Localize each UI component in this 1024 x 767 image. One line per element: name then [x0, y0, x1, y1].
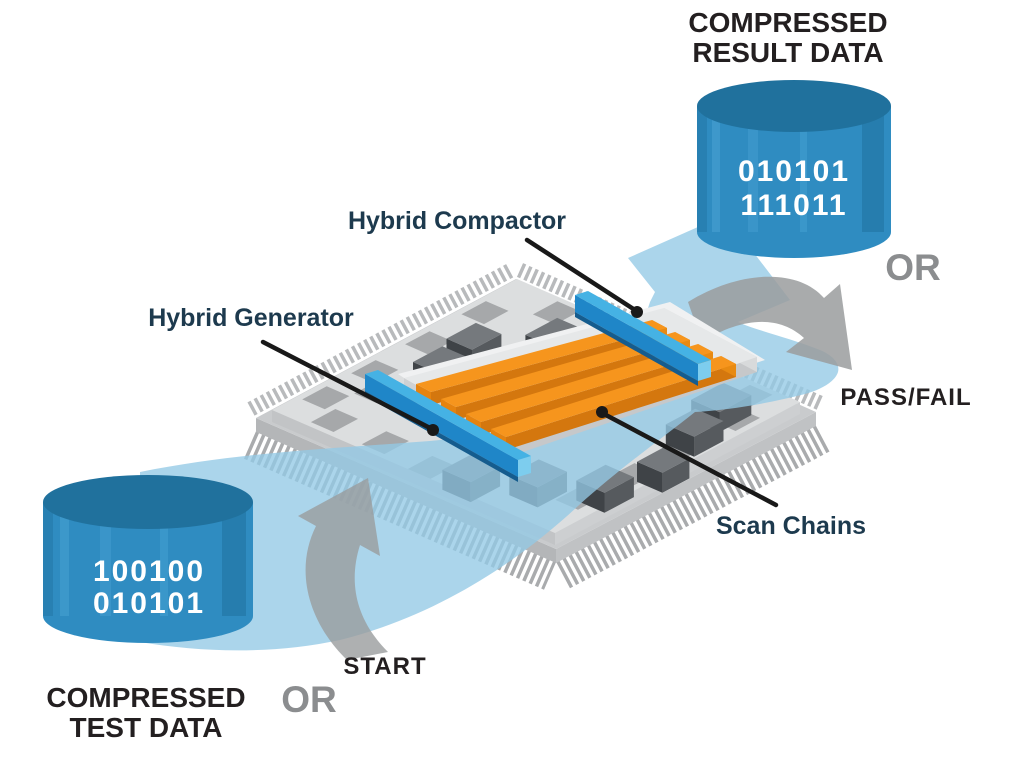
- hybrid-compactor-bar-front: [575, 295, 698, 381]
- test-data-line1: 100100: [93, 555, 205, 588]
- hybrid-generator-bar-front: [365, 374, 518, 477]
- result-title-line2: RESULT DATA: [692, 37, 883, 68]
- test-cylinder-lid: [43, 475, 253, 529]
- substrate-side-right: [556, 412, 816, 563]
- scan-chain-bar-front: [506, 364, 736, 450]
- test-data-line2: 010101: [93, 587, 205, 620]
- scan-chains-leader-line: [601, 411, 779, 508]
- chip-pad: [532, 301, 580, 325]
- result-data-line2: 111011: [740, 189, 847, 222]
- chip-pad: [302, 386, 350, 410]
- scan-chain-bar: [441, 332, 690, 407]
- hybrid-compactor-label: Hybrid Compactor: [348, 207, 566, 235]
- leader-lines: [260, 237, 779, 508]
- or-bottom-label: OR: [281, 679, 337, 720]
- hybrid-compactor-bar-top: [575, 291, 711, 364]
- compactor-leader-dot: [631, 306, 643, 318]
- result-cylinder-lid: [697, 80, 891, 132]
- scan-chain-bar: [466, 344, 713, 422]
- scan-chains-leader-dot: [596, 406, 608, 418]
- generator-leader-dot: [427, 424, 439, 436]
- leader-dots: [427, 306, 643, 436]
- start-arrow: [298, 478, 388, 660]
- test-title-line1: COMPRESSED: [46, 682, 245, 713]
- test-data-cylinder: 100100 010101: [43, 475, 253, 643]
- hybrid-compactor-bar-endcap: [698, 360, 711, 381]
- result-data-line1: 010101: [738, 155, 850, 188]
- or-top-label: OR: [885, 247, 941, 288]
- logic-block-top: [665, 408, 724, 437]
- logic-block-side: [662, 458, 690, 493]
- logic-block-side: [637, 461, 663, 493]
- scan-chain-bars: [416, 320, 736, 450]
- result-data-cylinder: 010101 111011: [697, 80, 891, 258]
- scan-chain-bar: [416, 320, 667, 392]
- start-label: START: [343, 653, 426, 680]
- compactor-leader-line: [524, 237, 638, 313]
- scan-chains-label: Scan Chains: [716, 512, 866, 540]
- hybrid-generator-label: Hybrid Generator: [148, 304, 354, 332]
- hybrid-generator-bar-endcap: [518, 456, 531, 477]
- chip-pins: [243, 263, 830, 590]
- chip-pad: [310, 409, 358, 432]
- hybrid-generator-bar-top: [365, 370, 531, 460]
- logic-block-side: [665, 424, 695, 457]
- logic-block-side: [604, 477, 634, 513]
- hybrid-compactor-bar-base: [575, 312, 698, 386]
- chip-pad: [461, 301, 509, 325]
- logic-block-side: [694, 421, 724, 457]
- generator-leader-line: [260, 339, 433, 431]
- result-title-line1: COMPRESSED: [688, 7, 887, 38]
- pass-fail-arrow: [688, 276, 852, 370]
- logic-block-top: [446, 322, 502, 350]
- chip-pad: [405, 331, 453, 355]
- pass-fail-label: PASS/FAIL: [840, 384, 971, 411]
- scan-chain-bar: [491, 356, 736, 437]
- test-title-line2: TEST DATA: [70, 712, 223, 743]
